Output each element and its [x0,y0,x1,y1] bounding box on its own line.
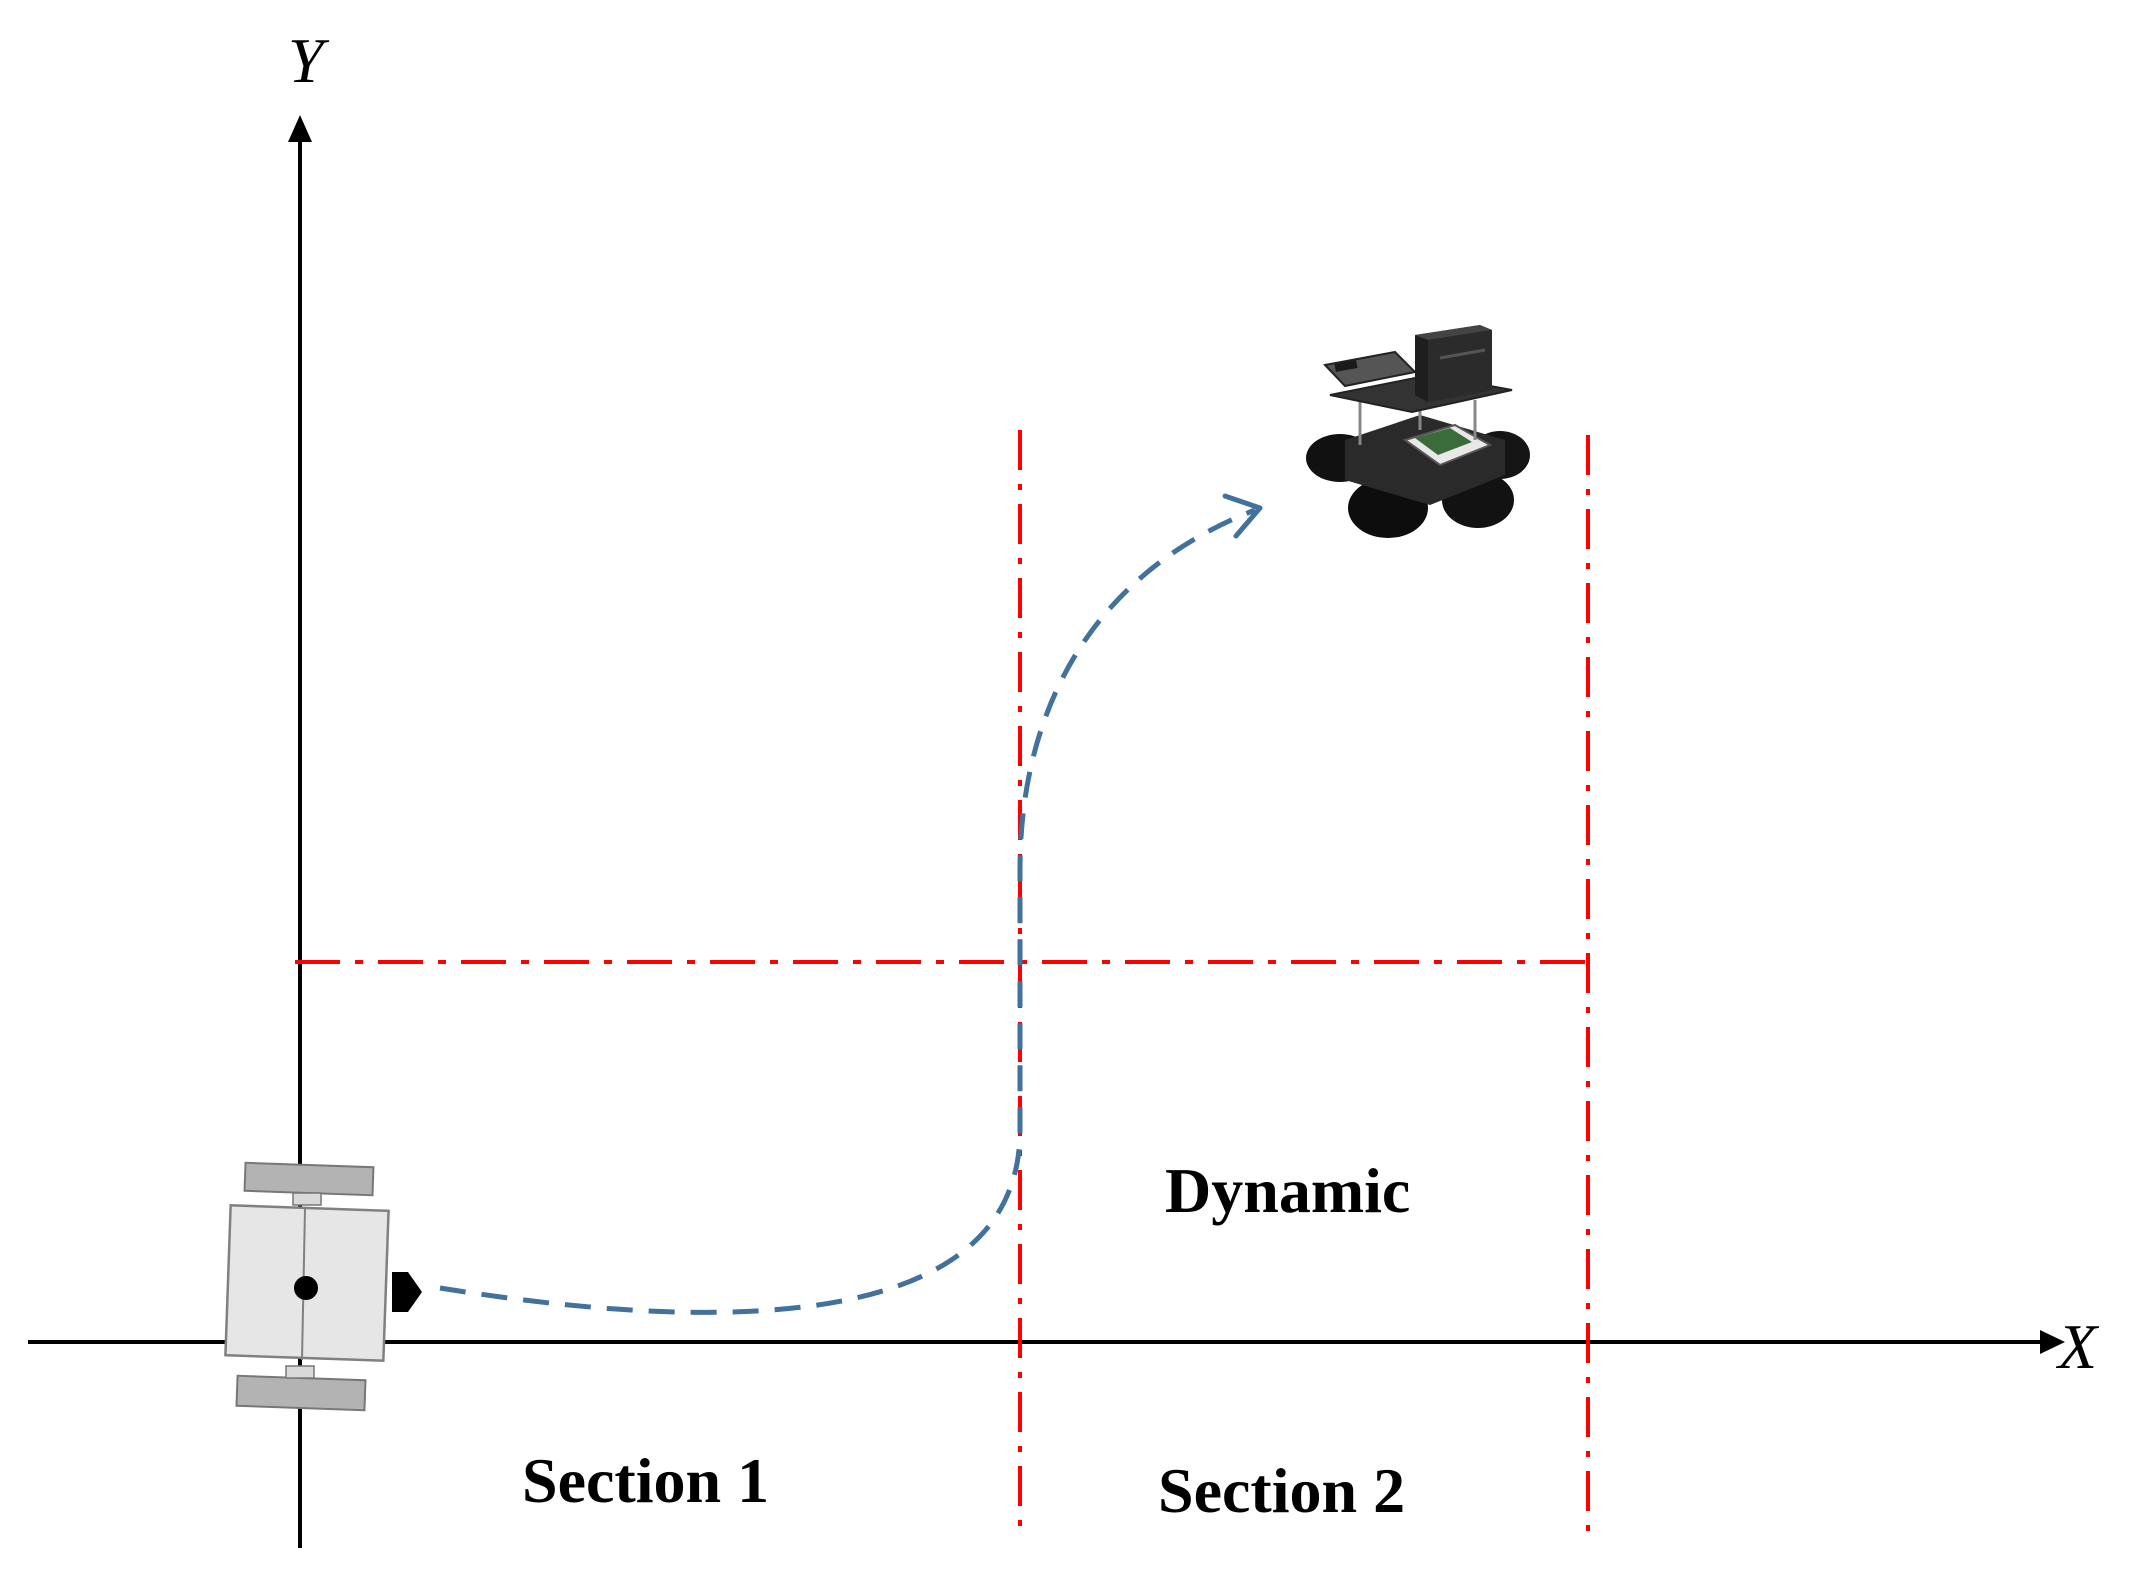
goal-robot-icon [1306,325,1530,538]
robot-wheel-top [243,1161,375,1197]
robot-wheel-hub-top [292,1192,322,1206]
goal-robot-sensor-top [1415,325,1492,340]
y-axis-arrowhead [288,115,312,142]
x-axis-arrowhead [2040,1330,2065,1354]
start-robot-icon [224,1161,422,1412]
robot-wheel-hub-bottom [285,1365,315,1379]
section2-label: Section 2 [1158,1455,1405,1526]
dynamic-label: Dynamic [1165,1155,1410,1226]
goal-robot-controller-port [1334,360,1358,372]
robot-wheel-bottom [235,1374,367,1412]
x-axis-label: X [2055,1311,2100,1382]
robot-heading-arrow-icon [392,1272,422,1312]
section1-label: Section 1 [522,1445,769,1516]
planned-trajectory [439,507,1256,1315]
goal-robot-sensor-stripe [1439,348,1486,360]
goal-robot-sensor-face [1428,330,1492,402]
robot-center-dot [294,1276,318,1300]
goal-robot-board-components [1415,428,1472,455]
trajectory-arrowhead [1222,493,1263,539]
region-boundaries [295,430,1590,1540]
y-axis-label: Y [288,25,330,96]
